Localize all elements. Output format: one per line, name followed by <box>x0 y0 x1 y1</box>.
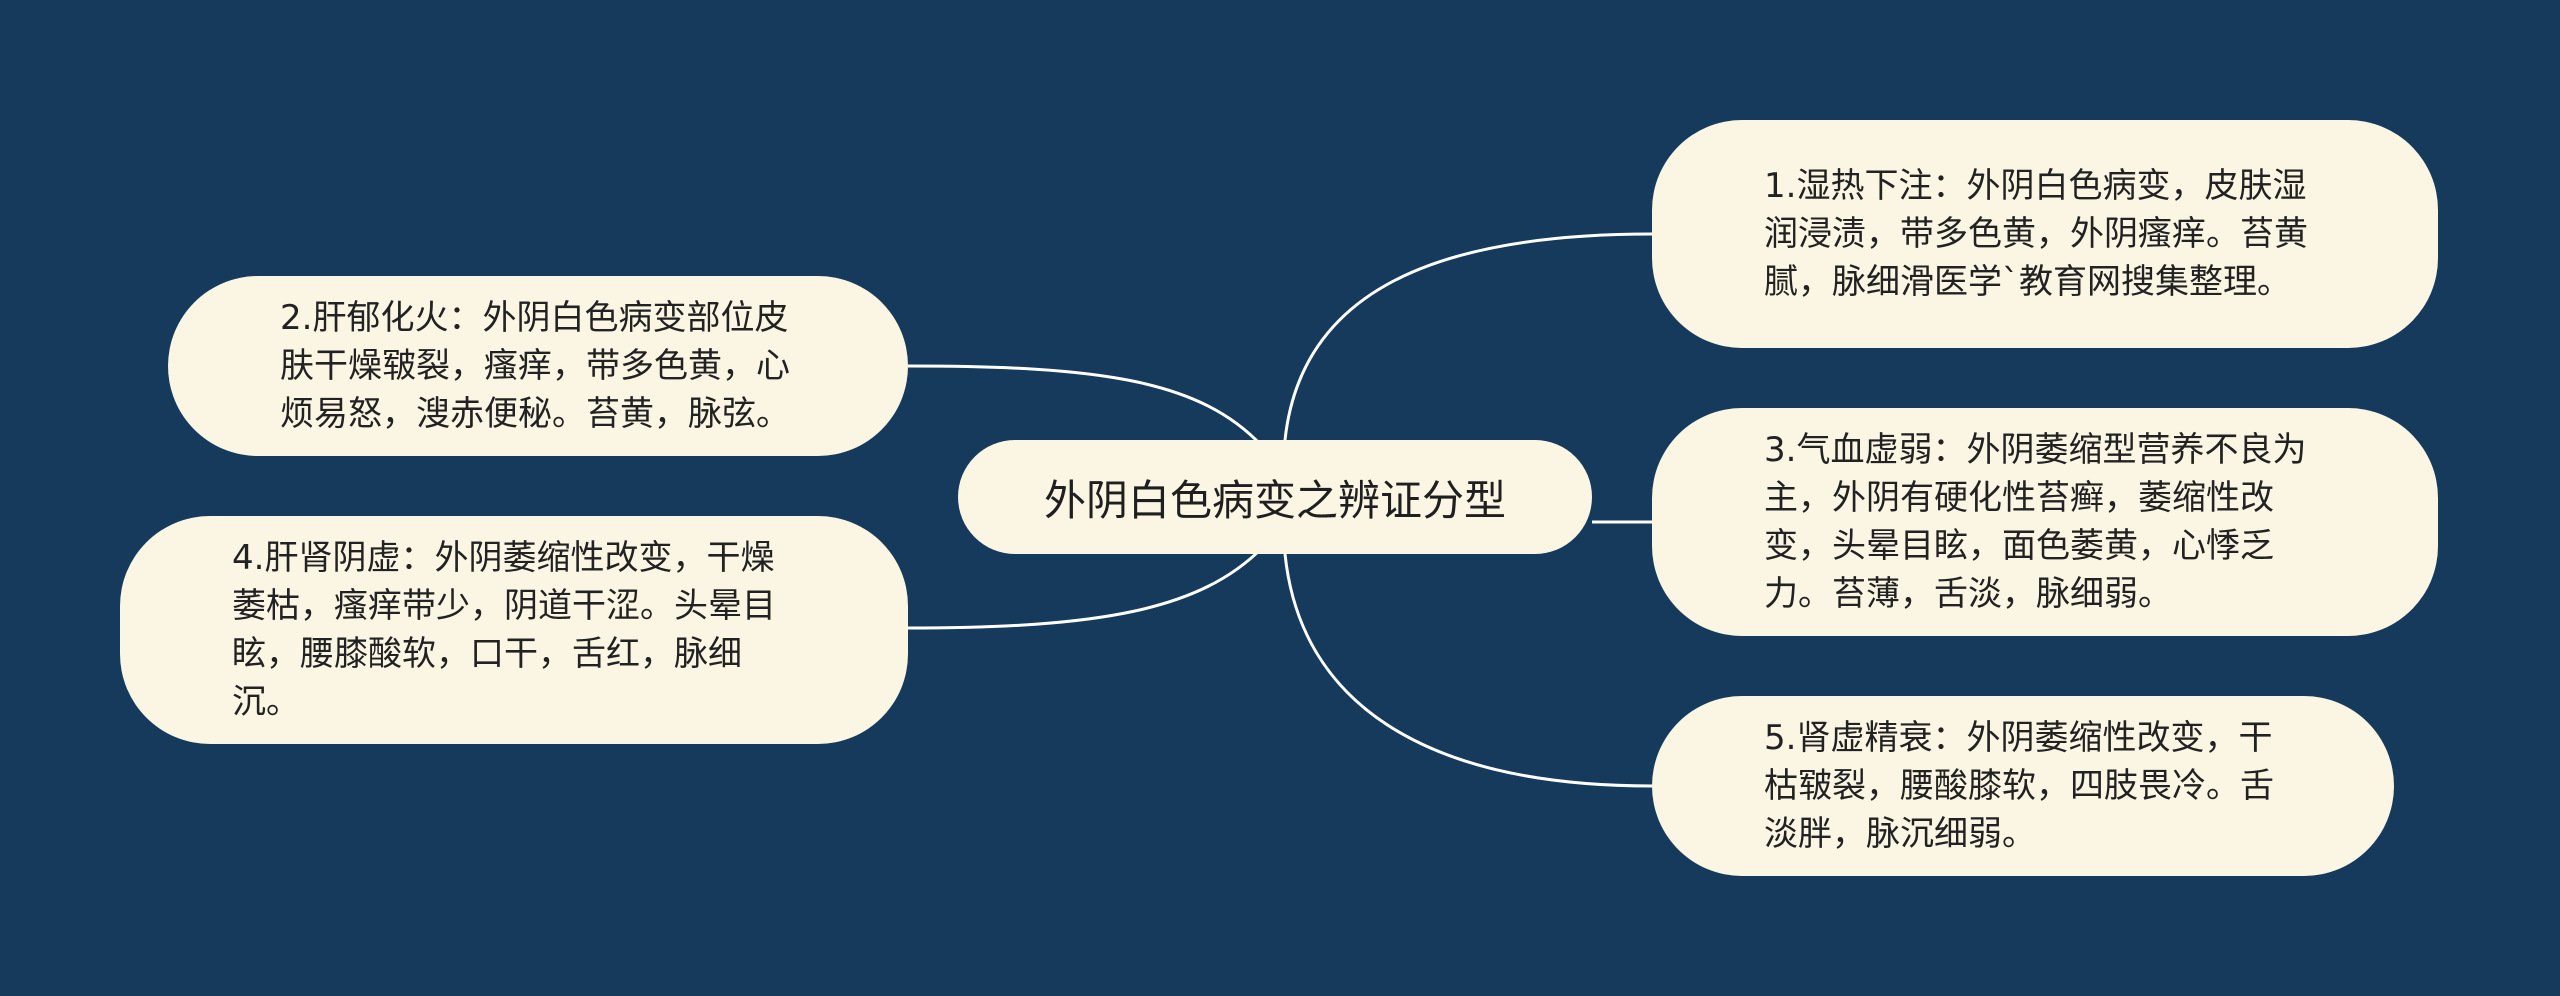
connector-to-node-1 <box>1283 232 1653 441</box>
branch-node-5[interactable]: 5.肾虚精衰：外阴萎缩性改变，干枯皲裂，腰酸膝软，四肢畏冷。舌淡胖，脉沉细弱。 <box>1652 696 2394 876</box>
branch-node-5-text: 5.肾虚精衰：外阴萎缩性改变，干枯皲裂，腰酸膝软，四肢畏冷。舌淡胖，脉沉细弱。 <box>1764 718 2274 854</box>
branch-node-3[interactable]: 3.气血虚弱：外阴萎缩型营养不良为主，外阴有硬化性苔癣，萎缩性改变，头晕目眩，面… <box>1652 408 2438 636</box>
branch-node-1[interactable]: 1.湿热下注：外阴白色病变，皮肤湿润浸渍，带多色黄，外阴瘙痒。苔黄腻，脉细滑医学… <box>1652 120 2438 348</box>
connector-to-node-2 <box>907 364 1264 448</box>
branch-node-2[interactable]: 2.肝郁化火：外阴白色病变部位皮肤干燥皲裂，瘙痒，带多色黄，心烦易怒，溲赤便秘。… <box>168 276 908 456</box>
connector-to-node-5 <box>1283 553 1653 788</box>
branch-node-4-text: 4.肝肾阴虚：外阴萎缩性改变，干燥萎枯，瘙痒带少，阴道干涩。头晕目眩，腰膝酸软，… <box>232 538 776 722</box>
branch-node-1-text: 1.湿热下注：外阴白色病变，皮肤湿润浸渍，带多色黄，外阴瘙痒。苔黄腻，脉细滑医学… <box>1764 166 2308 302</box>
connector-to-node-4 <box>907 546 1264 630</box>
branch-node-3-text: 3.气血虚弱：外阴萎缩型营养不良为主，外阴有硬化性苔癣，萎缩性改变，头晕目眩，面… <box>1764 430 2307 614</box>
branch-node-2-text: 2.肝郁化火：外阴白色病变部位皮肤干燥皲裂，瘙痒，带多色黄，心烦易怒，溲赤便秘。… <box>280 298 790 434</box>
central-topic-label: 外阴白色病变之辨证分型 <box>1043 475 1506 525</box>
branch-node-4[interactable]: 4.肝肾阴虚：外阴萎缩性改变，干燥萎枯，瘙痒带少，阴道干涩。头晕目眩，腰膝酸软，… <box>120 516 908 744</box>
central-topic[interactable]: 外阴白色病变之辨证分型 <box>958 440 1592 554</box>
